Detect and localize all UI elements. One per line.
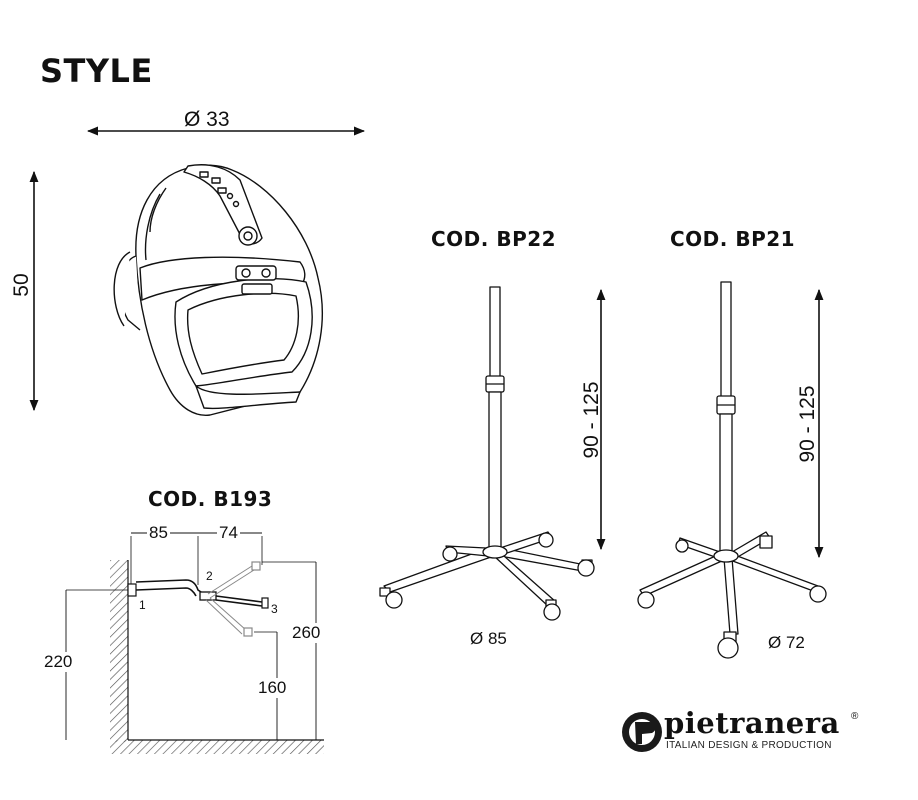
b193-joint-1: 1 [139, 598, 146, 612]
page-title: STYLE [40, 52, 153, 90]
brand-logo-mark [622, 712, 662, 752]
bp22-base-label: Ø 85 [470, 629, 507, 648]
brand-tagline: ITALIAN DESIGN & PRODUCTION [666, 740, 832, 751]
bp21-base-label: Ø 72 [768, 633, 805, 652]
b193-dim-260: 260 [290, 623, 323, 643]
b193-dim-160: 160 [256, 678, 289, 698]
b193-dim-220: 220 [42, 652, 75, 672]
b193-joint-2: 2 [206, 569, 213, 583]
helmet-width-label: Ø 33 [184, 108, 230, 131]
brand-registered-mark: ® [851, 711, 859, 722]
b193-dim-85: 85 [147, 523, 170, 543]
wall-arm-b193-illustration [65, 532, 324, 754]
helmet-dryer-illustration [113, 164, 323, 416]
brand-name: pietranera [664, 706, 840, 740]
stand-bp21-wheels [637, 535, 827, 659]
stand-bp22-wheels [379, 532, 595, 621]
bp21-code: COD. BP21 [670, 227, 796, 251]
b193-joint-3: 3 [271, 602, 278, 616]
b193-dim-74: 74 [217, 523, 240, 543]
stand-bp21-illustration [637, 281, 827, 659]
bp22-code: COD. BP22 [431, 227, 557, 251]
bp22-height-label: 90 - 125 [580, 381, 603, 459]
b193-code: COD. B193 [148, 487, 273, 511]
helmet-height-label: 50 [10, 273, 33, 297]
stand-bp22-illustration [379, 286, 595, 621]
bp21-height-label: 90 - 125 [796, 385, 819, 463]
